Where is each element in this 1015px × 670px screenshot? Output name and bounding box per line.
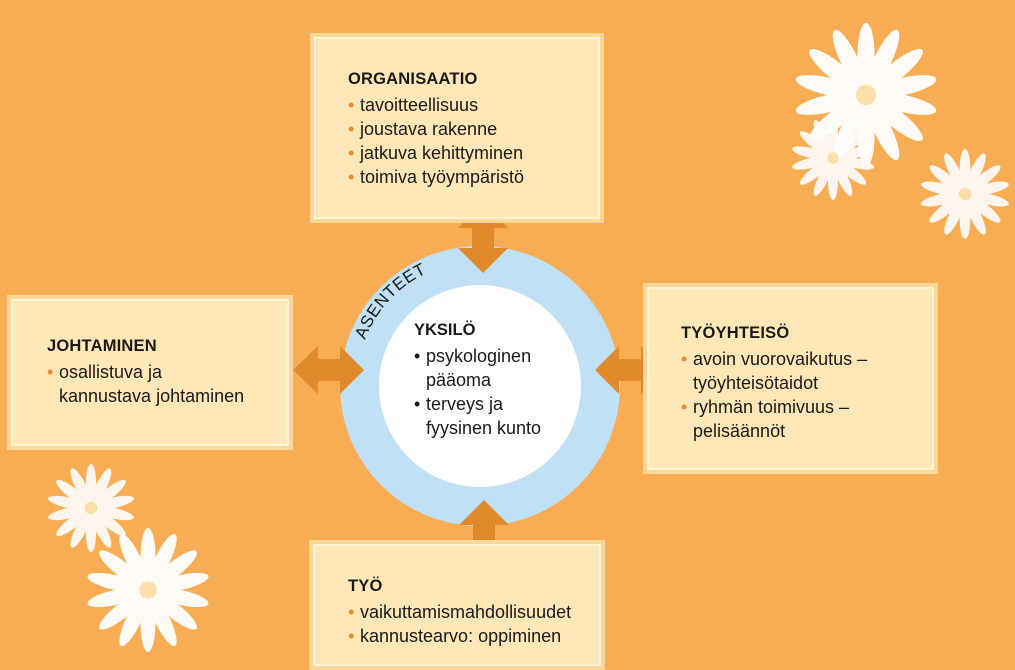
- yksilo-title: YKSILÖ: [414, 321, 476, 339]
- arrow-johtaminen: [293, 346, 364, 394]
- organisaatio-item: tavoitteellisuus: [348, 93, 570, 117]
- organisaatio-box: ORGANISAATIO tavoitteellisuus joustava r…: [310, 33, 604, 223]
- yksilo-item: terveys ja fyysinen kunto: [414, 392, 574, 440]
- tyo-item: kannustearvo: oppiminen: [348, 624, 571, 648]
- tyoyhteiso-item: avoin vuorovaikutus – työyhteisötaidot: [681, 347, 904, 395]
- yksilo-item: psykologinen pääoma: [414, 344, 574, 392]
- flower-icon: [792, 115, 874, 200]
- flower-icon: [921, 149, 1009, 239]
- flower-icon: [87, 528, 209, 652]
- tyo-title: TYÖ: [348, 577, 383, 595]
- flower-icon: [48, 464, 134, 552]
- organisaatio-title: ORGANISAATIO: [348, 70, 478, 88]
- tyoyhteiso-box: TYÖYHTEISÖ avoin vuorovaikutus – työyhte…: [643, 283, 938, 474]
- organisaatio-item: toimiva työympäristö: [348, 165, 570, 189]
- tyo-box: TYÖ vaikuttamismahdollisuudet kannustear…: [309, 540, 605, 670]
- tyoyhteiso-item: ryhmän toimivuus – pelisäännöt: [681, 395, 904, 443]
- organisaatio-item: jatkuva kehittyminen: [348, 141, 570, 165]
- decorative-flowers: [48, 23, 1009, 652]
- johtaminen-title: JOHTAMINEN: [47, 337, 157, 355]
- tyo-item: vaikuttamismahdollisuudet: [348, 600, 571, 624]
- johtaminen-box: JOHTAMINEN osallistuva ja kannustava joh…: [7, 295, 293, 450]
- yksilo-content: YKSILÖ psykologinen pääoma terveys ja fy…: [414, 318, 574, 440]
- organisaatio-item: joustava rakenne: [348, 117, 570, 141]
- tyoyhteiso-title: TYÖYHTEISÖ: [681, 324, 790, 342]
- johtaminen-item: osallistuva ja kannustava johtaminen: [47, 360, 259, 408]
